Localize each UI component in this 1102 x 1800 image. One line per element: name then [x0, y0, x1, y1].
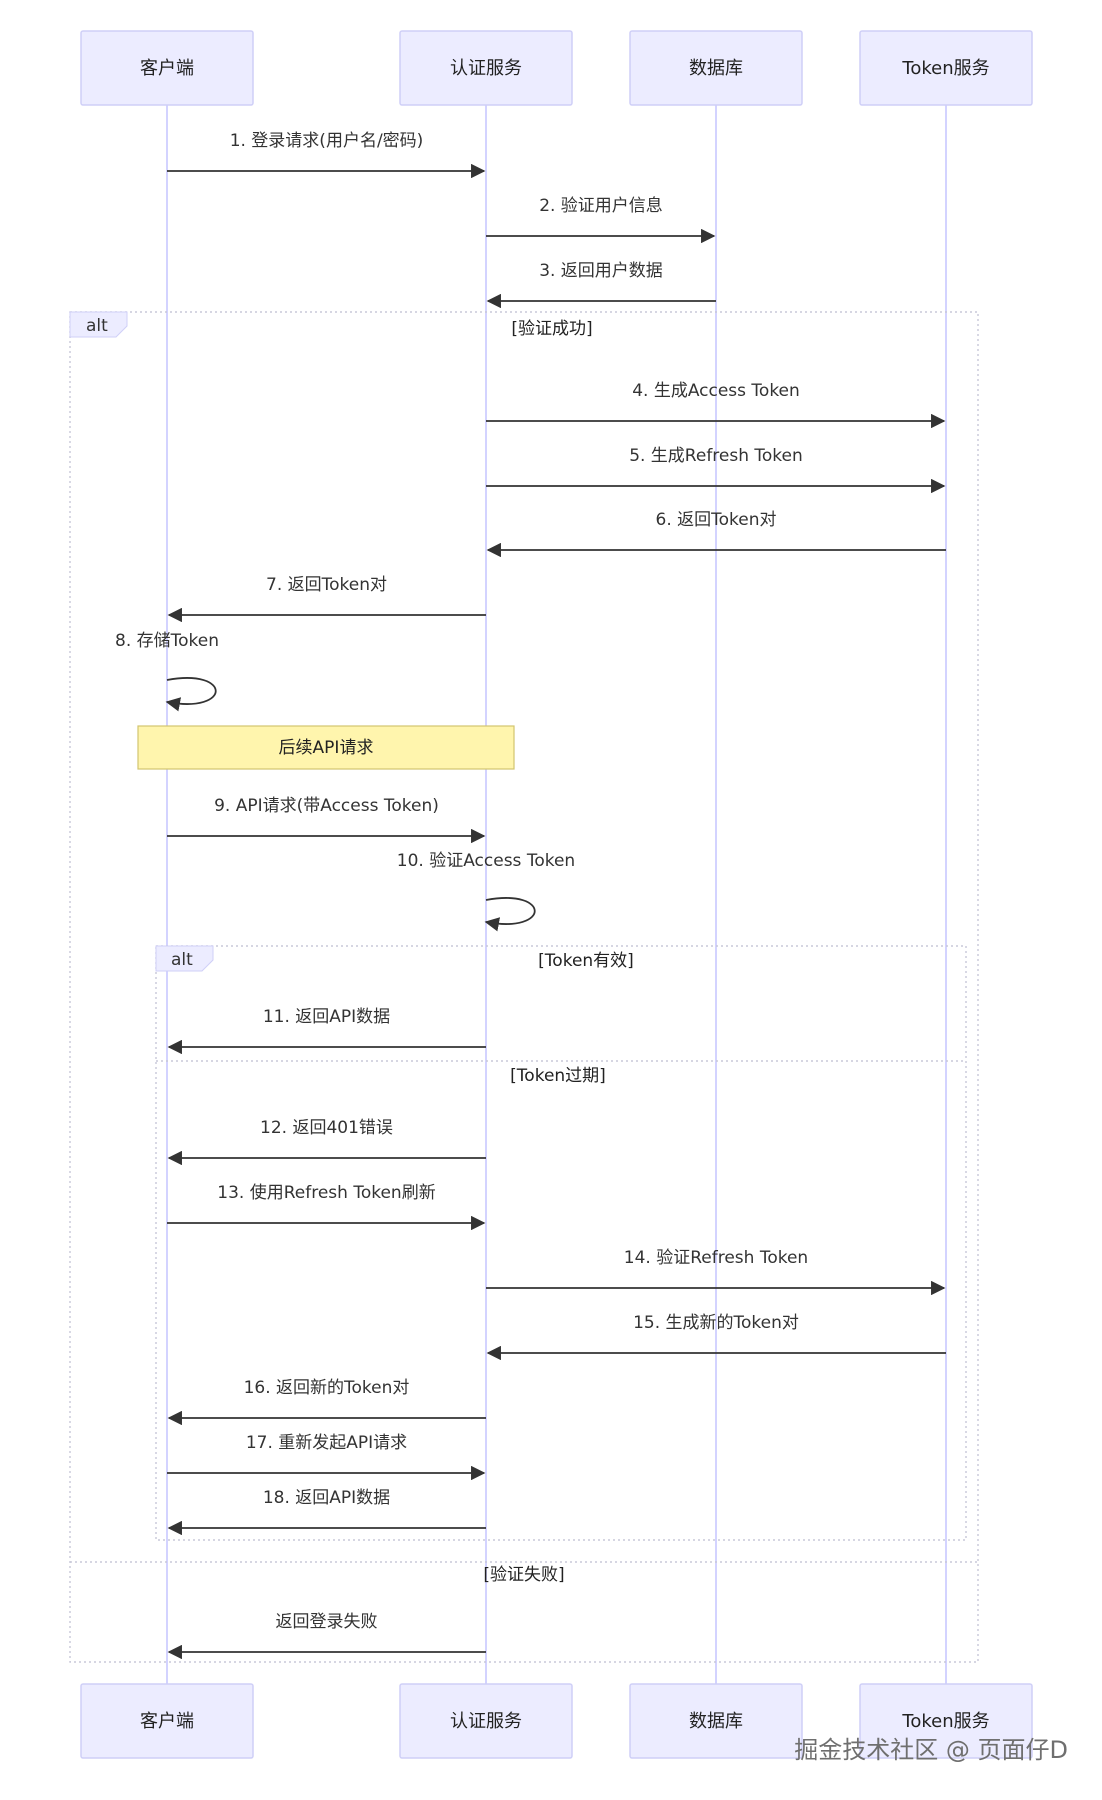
message-label: 7. 返回Token对 [266, 575, 387, 595]
message-label: 10. 验证Access Token [397, 851, 575, 871]
message-label: 9. API请求(带Access Token) [214, 796, 439, 816]
note-text: 后续API请求 [279, 738, 374, 758]
message-label: 16. 返回新的Token对 [244, 1378, 410, 1398]
inner-alt-condition-expired: [Token过期] [510, 1066, 606, 1086]
message-label: 6. 返回Token对 [656, 510, 777, 530]
message-label: 5. 生成Refresh Token [629, 446, 803, 466]
outer-alt-label-box [69, 311, 128, 338]
participant-label: 客户端 [140, 58, 194, 79]
bottom-participant-1: 认证服务 [399, 1683, 573, 1759]
participant-box [629, 30, 803, 106]
message-19: 返回登录失败 [167, 1612, 486, 1660]
participant-label: 认证服务 [450, 58, 522, 79]
message-7: 7. 返回Token对 [167, 575, 486, 623]
message-17: 17. 重新发起API请求 [167, 1433, 486, 1481]
message-label: 18. 返回API数据 [263, 1488, 390, 1508]
message-label: 8. 存储Token [115, 631, 219, 651]
participant-label: Token服务 [901, 1711, 989, 1732]
inner-alt-label: alt [171, 950, 193, 970]
message-9: 9. API请求(带Access Token) [167, 796, 486, 844]
participant-box [629, 1683, 803, 1759]
message-4: 4. 生成Access Token [486, 381, 946, 429]
top-participant-2: 数据库 [629, 30, 803, 106]
message-label: 3. 返回用户数据 [539, 261, 663, 281]
message-label: 17. 重新发起API请求 [246, 1433, 407, 1453]
message-5: 5. 生成Refresh Token [486, 446, 946, 494]
message-14: 14. 验证Refresh Token [486, 1248, 946, 1296]
message-label: 15. 生成新的Token对 [633, 1313, 799, 1333]
bottom-participant-0: 客户端 [80, 1683, 254, 1759]
top-participant-1: 认证服务 [399, 30, 573, 106]
participant-label: 客户端 [140, 1711, 194, 1732]
participant-box [399, 1683, 573, 1759]
inner-alt-label-box [155, 945, 214, 972]
message-label: 4. 生成Access Token [632, 381, 800, 401]
participant-box [80, 1683, 254, 1759]
top-participant-3: Token服务 [859, 30, 1033, 106]
message-11: 11. 返回API数据 [167, 1007, 486, 1055]
message-label: 返回登录失败 [276, 1612, 378, 1632]
inner-alt-frame [155, 945, 967, 1541]
top-participant-0: 客户端 [80, 30, 254, 106]
message-label: 1. 登录请求(用户名/密码) [230, 131, 424, 151]
fragments: alt [验证成功] [验证失败] alt [Token有效] [Token过期… [69, 311, 979, 1663]
message-line [484, 897, 536, 932]
participant-label: Token服务 [901, 58, 989, 79]
message-3: 3. 返回用户数据 [486, 261, 716, 309]
message-15: 15. 生成新的Token对 [486, 1313, 946, 1361]
outer-alt-frame [69, 311, 979, 1663]
participant-label: 认证服务 [450, 1711, 522, 1732]
bottom-participant-2: 数据库 [629, 1683, 803, 1759]
bottom-participant-3: Token服务 [859, 1683, 1033, 1759]
message-2: 2. 验证用户信息 [486, 196, 716, 244]
message-8: 8. 存储Token [115, 631, 219, 712]
message-label: 13. 使用Refresh Token刷新 [217, 1182, 435, 1203]
participant-label: 数据库 [689, 1711, 743, 1732]
participant-box [859, 30, 1033, 106]
messages: 1. 登录请求(用户名/密码) 2. 验证用户信息 3. 返回用户数据 4. 生成Ac… [115, 131, 946, 1660]
participant-label: 数据库 [689, 58, 743, 79]
lifelines [166, 105, 947, 1684]
outer-alt-condition-failure: [验证失败] [483, 1565, 564, 1585]
outer-alt-label: alt [86, 316, 108, 336]
message-label: 2. 验证用户信息 [539, 196, 663, 216]
note: 后续API请求 [137, 725, 515, 770]
message-16: 16. 返回新的Token对 [167, 1378, 486, 1426]
message-18: 18. 返回API数据 [167, 1488, 486, 1536]
participant-box [859, 1683, 1033, 1759]
message-label: 14. 验证Refresh Token [624, 1248, 808, 1268]
message-label: 11. 返回API数据 [263, 1007, 390, 1027]
message-line [165, 677, 217, 712]
message-1: 1. 登录请求(用户名/密码) [167, 131, 486, 179]
message-13: 13. 使用Refresh Token刷新 [167, 1182, 486, 1231]
note-box [137, 725, 515, 770]
participant-box [399, 30, 573, 106]
message-label: 12. 返回401错误 [260, 1118, 393, 1138]
message-6: 6. 返回Token对 [486, 510, 946, 558]
message-10: 10. 验证Access Token [397, 851, 575, 932]
message-12: 12. 返回401错误 [167, 1118, 486, 1166]
inner-alt-condition-valid: [Token有效] [538, 951, 634, 971]
outer-alt-condition-success: [验证成功] [511, 319, 592, 339]
watermark: 掘金技术社区 @ 页面仔D [794, 1736, 1068, 1764]
participant-box [80, 30, 254, 106]
